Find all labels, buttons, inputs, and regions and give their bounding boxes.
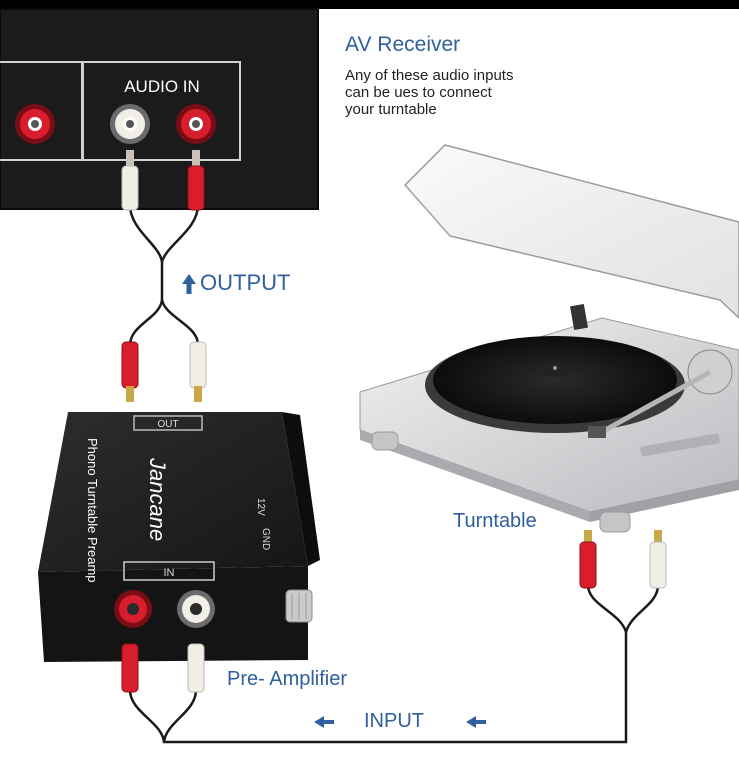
note-line-1: Any of these audio inputs bbox=[345, 67, 514, 84]
preamp-jack-white bbox=[177, 590, 215, 628]
output-label-text: OUTPUT bbox=[200, 270, 291, 295]
preamp-model-text: Phono Turntable Preamp bbox=[85, 438, 100, 583]
preamp-brand: Jancane bbox=[145, 457, 170, 541]
preamp-out-label: OUT bbox=[157, 419, 178, 430]
audio-in-label: AUDIO IN bbox=[124, 77, 200, 96]
top-strip bbox=[0, 0, 739, 9]
preamp-in-label: IN bbox=[164, 567, 175, 579]
preamp: OUT Jancane Phono Turntable Preamp 12V G… bbox=[38, 412, 320, 662]
rca-plug-red-mid bbox=[121, 341, 139, 402]
output-label: OUTPUT bbox=[182, 270, 290, 296]
arrow-up-icon bbox=[182, 274, 196, 294]
output-cable bbox=[121, 150, 207, 402]
preamp-gnd-text: GND bbox=[260, 528, 271, 550]
input-cable bbox=[121, 530, 667, 744]
preamp-ground-knob bbox=[285, 589, 313, 623]
note-line-2: can be ues to connect bbox=[345, 84, 492, 101]
preamp-label: Pre- Amplifier bbox=[227, 668, 348, 690]
turntable-headshell-on-lid bbox=[570, 303, 588, 331]
note-line-3: your turntable bbox=[345, 101, 437, 118]
rca-plug-red-bottom bbox=[121, 643, 139, 693]
av-receiver: AUDIO IN bbox=[0, 8, 319, 210]
turntable-label: Turntable bbox=[453, 510, 537, 532]
rca-plug-white-turntable bbox=[649, 530, 667, 589]
receiver-jack-white bbox=[110, 104, 150, 144]
preamp-power-text: 12V bbox=[255, 498, 266, 516]
av-receiver-note: Any of these audio inputs can be ues to … bbox=[345, 67, 513, 118]
preamp-jack-red bbox=[114, 590, 152, 628]
rca-plug-white-top bbox=[121, 150, 139, 211]
turntable-tonearm bbox=[588, 349, 733, 438]
arrow-left-icon-right bbox=[466, 716, 486, 728]
input-label: INPUT bbox=[364, 710, 424, 732]
receiver-jack-red-left bbox=[15, 104, 55, 144]
av-receiver-title: AV Receiver bbox=[345, 33, 461, 56]
turntable bbox=[359, 144, 739, 533]
rca-plug-red-turntable bbox=[579, 530, 597, 589]
rca-plug-red-top bbox=[187, 150, 205, 211]
receiver-jack-red-right bbox=[176, 104, 216, 144]
arrow-left-icon bbox=[314, 716, 334, 728]
rca-plug-white-mid bbox=[189, 341, 207, 402]
rca-plug-white-bottom bbox=[187, 643, 205, 693]
